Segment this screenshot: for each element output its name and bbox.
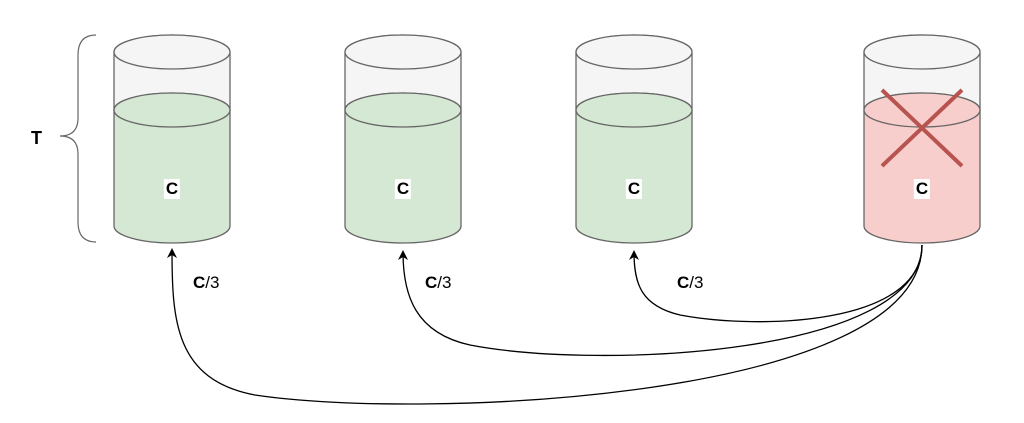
- cylinder-top-rim: [113, 34, 231, 70]
- cylinder-liquid-surface: [113, 92, 231, 128]
- cylinder-top-rim: [575, 34, 693, 70]
- flow-arrow-3: [629, 244, 923, 323]
- flow-arrow-1: [167, 244, 923, 405]
- cylinder-3: [575, 34, 693, 244]
- cylinder-4: [863, 34, 981, 244]
- cylinder-label-2: C: [394, 179, 412, 199]
- span-brace: [59, 34, 97, 243]
- cylinder-liquid-surface: [344, 92, 462, 128]
- cylinder-liquid-surface: [575, 92, 693, 128]
- failure-cross-icon: [880, 88, 964, 168]
- flow-label-2: C/3: [425, 273, 452, 292]
- cylinder-label-1: C: [163, 179, 181, 199]
- flow-label-1: C/3: [193, 273, 220, 292]
- cylinder-top-rim: [344, 34, 462, 70]
- cylinder-top-rim: [863, 34, 981, 70]
- cylinder-label-3: C: [625, 179, 643, 199]
- span-label: T: [31, 128, 42, 148]
- cylinder-liquid-surface: [863, 92, 981, 128]
- cylinder-1: [113, 34, 231, 244]
- cylinder-label-4: C: [913, 179, 931, 199]
- cylinders-layer: [113, 34, 981, 244]
- flows-layer: [167, 244, 923, 405]
- cylinder-2: [344, 34, 462, 244]
- flow-arrow-2: [398, 244, 923, 357]
- flow-label-3: C/3: [677, 273, 704, 292]
